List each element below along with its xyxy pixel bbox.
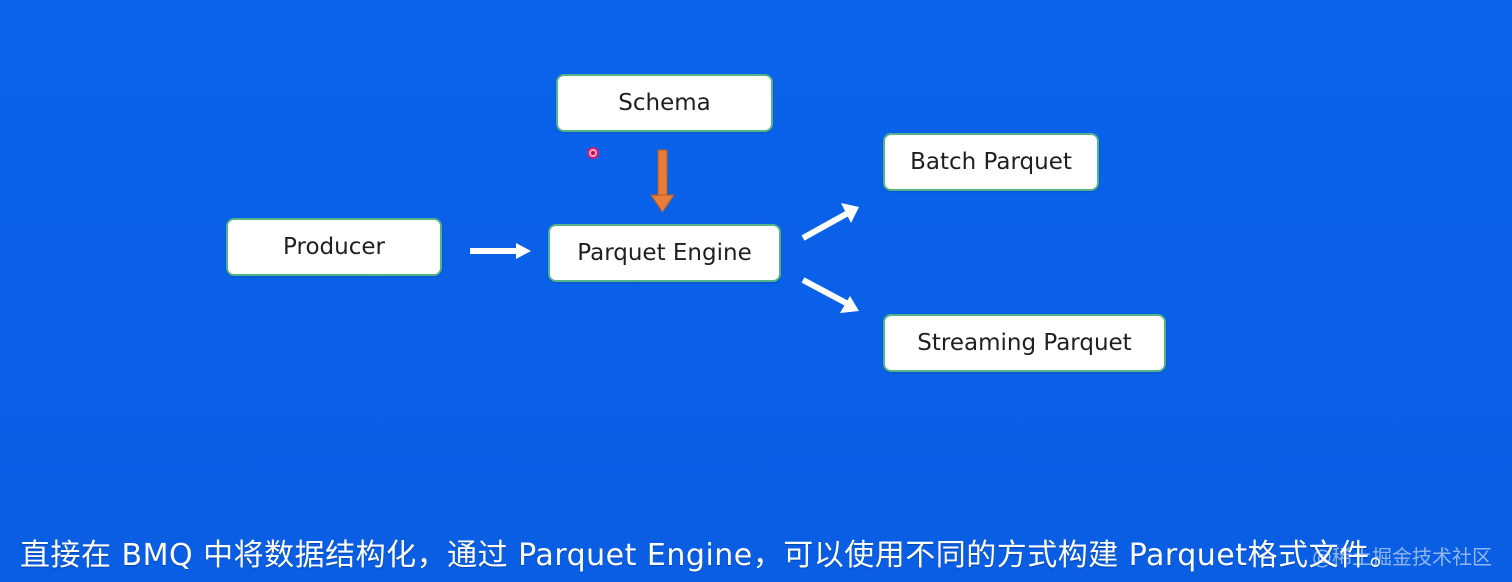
edge-engine-to-batch xyxy=(801,203,859,241)
node-schema-label: Schema xyxy=(618,90,711,116)
edge-schema-to-engine xyxy=(650,149,675,213)
edge-engine-to-streaming xyxy=(801,277,859,313)
node-schema: Schema xyxy=(556,74,773,132)
node-streaming-parquet: Streaming Parquet xyxy=(883,314,1166,372)
node-batch-parquet-label: Batch Parquet xyxy=(910,149,1072,175)
watermark: @稀土掘金技术社区 xyxy=(1312,545,1492,569)
pointer-cursor-icon xyxy=(587,147,599,159)
node-producer: Producer xyxy=(226,218,442,276)
node-parquet-engine-label: Parquet Engine xyxy=(577,240,752,266)
node-batch-parquet: Batch Parquet xyxy=(883,133,1099,191)
node-parquet-engine: Parquet Engine xyxy=(548,224,781,282)
node-streaming-parquet-label: Streaming Parquet xyxy=(917,330,1132,356)
subtitle-caption: 直接在 BMQ 中将数据结构化，通过 Parquet Engine，可以使用不同… xyxy=(20,538,1400,573)
edge-producer-to-engine xyxy=(470,243,531,259)
node-producer-label: Producer xyxy=(283,234,385,260)
